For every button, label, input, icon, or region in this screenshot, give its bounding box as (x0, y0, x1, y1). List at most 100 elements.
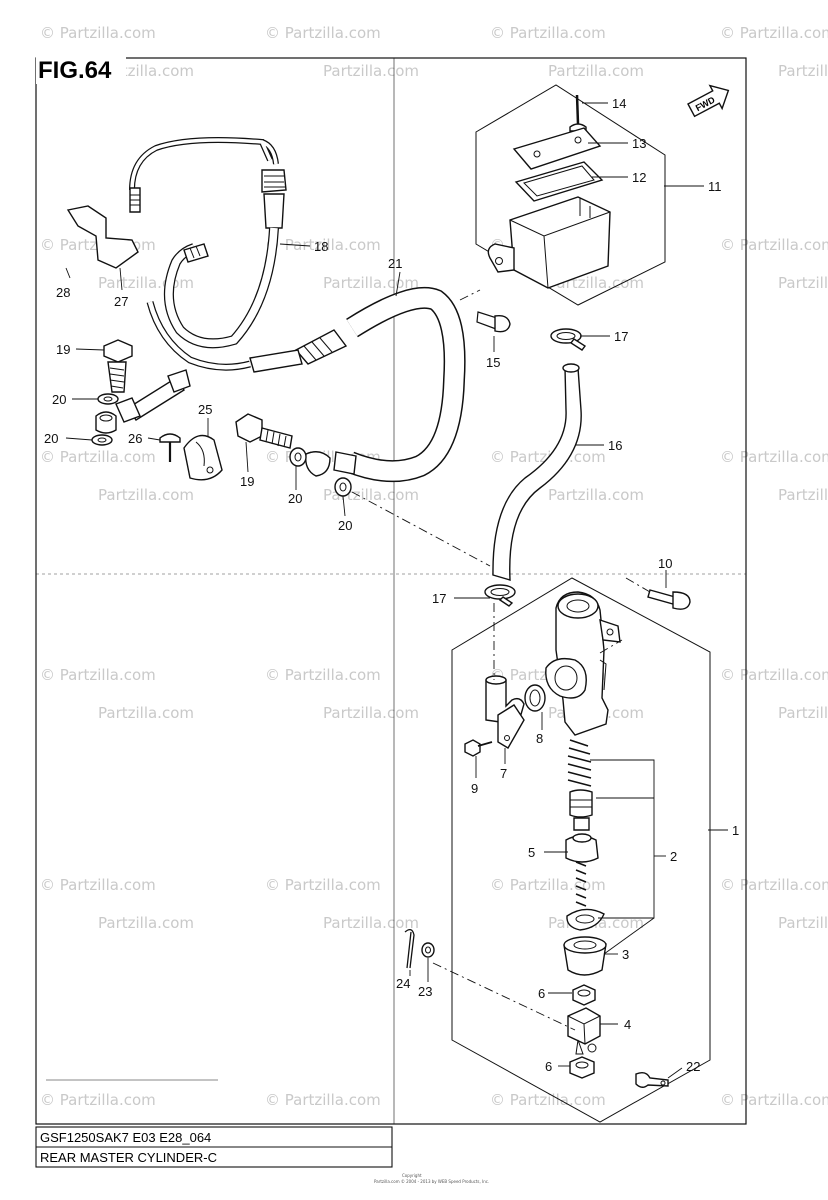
callout-18: 18 (314, 239, 328, 254)
reservoir-hose-16 (492, 363, 582, 581)
watermark-text: © Partzilla.com (40, 1091, 156, 1109)
boot-3 (563, 936, 607, 976)
watermark-text: Partzilla.com (548, 486, 644, 504)
reservoir-cap-13 (512, 127, 602, 170)
hose-21 (146, 286, 466, 483)
cotter-pin-24 (404, 928, 415, 969)
watermark-text: Partzilla.com (778, 704, 828, 722)
watermark-text: © Partzilla.com (720, 1091, 828, 1109)
watermark-text: © Partzilla.com (490, 1091, 606, 1109)
callout-21: 21 (388, 256, 402, 271)
hose-18 (129, 137, 287, 349)
callout-20-d: 20 (338, 518, 352, 533)
leader-lines (65, 102, 728, 1079)
spring-piston-kit-2 (565, 739, 605, 931)
callout-2: 2 (670, 849, 677, 864)
watermark-text: © Partzilla.com (265, 1091, 381, 1109)
callout-12: 12 (632, 170, 646, 185)
callout-10: 10 (658, 556, 672, 571)
watermark-text: © Partzilla.com (265, 666, 381, 684)
clamp-25 (183, 434, 223, 481)
banjo-fitting (95, 411, 117, 434)
watermark-text: © Partzilla.com (720, 236, 828, 254)
watermark-text: © Partzilla.com (720, 876, 828, 894)
callout-17-top: 17 (614, 329, 628, 344)
watermark-text: Partzilla.com (98, 914, 194, 932)
figure-label: FIG.64 (38, 57, 112, 84)
washer-20-c (289, 447, 307, 467)
watermark-text: © Partzilla.com (265, 236, 381, 254)
callout-13: 13 (632, 136, 646, 151)
master-cylinder-box (451, 577, 711, 1123)
watermark-text: Partzilla.com (323, 704, 419, 722)
callout-24: 24 (396, 976, 410, 991)
clamp-17-bottom (484, 584, 516, 607)
callout-6-lower: 6 (545, 1059, 552, 1074)
callout-26: 26 (128, 431, 142, 446)
watermark-text: Partzilla.com (323, 274, 419, 292)
callout-27: 27 (114, 294, 128, 309)
callout-5: 5 (528, 845, 535, 860)
callout-labels: 14 13 12 11 18 21 28 27 19 20 20 26 25 1… (44, 96, 739, 1074)
nut-6-lower (569, 1056, 595, 1079)
master-cylinder-body (545, 591, 621, 736)
callout-8: 8 (536, 731, 543, 746)
watermark-text: © Partzilla.com (265, 24, 381, 42)
watermark-text: © Partzilla.com (490, 24, 606, 42)
callout-7: 7 (500, 766, 507, 781)
callout-3: 3 (622, 947, 629, 962)
watermark-text: © Partzilla.com (40, 666, 156, 684)
callout-28: 28 (56, 285, 70, 300)
o-ring-8 (524, 684, 546, 712)
callout-9: 9 (471, 781, 478, 796)
callout-15: 15 (486, 355, 500, 370)
diaphragm-plate-12 (514, 161, 604, 202)
watermark-text: © Partzilla.com (720, 666, 828, 684)
callout-22: 22 (686, 1059, 700, 1074)
bolt-10 (647, 589, 691, 610)
callout-16: 16 (608, 438, 622, 453)
watermark-text: Partzilla.com (323, 914, 419, 932)
watermark-text: Partzilla.com (778, 274, 828, 292)
watermark-text: Partzilla.com (98, 486, 194, 504)
callout-11: 11 (708, 179, 722, 194)
callout-6-upper: 6 (538, 986, 545, 1001)
watermark-text: © Partzilla.com (490, 876, 606, 894)
clamp-17-top (550, 328, 587, 351)
pipe-fitting (115, 369, 191, 423)
callout-20-b: 20 (44, 431, 58, 446)
washer-20-d (334, 477, 352, 497)
callout-19-left: 19 (56, 342, 70, 357)
watermark-text: © Partzilla.com (720, 24, 828, 42)
model-code: GSF1250SAK7 E03 E28_064 (40, 1130, 211, 1145)
watermark-text: © Partzilla.com (40, 876, 156, 894)
title-block: GSF1250SAK7 E03 E28_064 REAR MASTER CYLI… (35, 1126, 489, 1184)
callout-20-a: 20 (52, 392, 66, 407)
section-title: REAR MASTER CYLINDER-C (40, 1150, 217, 1165)
callout-20-c: 20 (288, 491, 302, 506)
fwd-arrow-icon: FWD (687, 84, 730, 118)
connection-lines (351, 289, 651, 1031)
bolt-15 (476, 311, 511, 333)
copyright-notice: Partzilla.com © 2004 - 2013 by WEB Speed… (374, 1179, 489, 1184)
callout-1: 1 (732, 823, 739, 838)
reservoir-assembly (475, 84, 666, 306)
washer-23 (421, 942, 435, 958)
nut-6-upper (572, 984, 596, 1006)
banjo-bolt-19-mid (235, 413, 293, 449)
callout-4: 4 (624, 1017, 631, 1032)
watermark-text: Partzilla.com (778, 914, 828, 932)
watermark-text: © Partzilla.com (720, 448, 828, 466)
watermark-text: Partzilla.com (98, 274, 194, 292)
bracket-27 (66, 205, 139, 269)
callout-17-bottom: 17 (432, 591, 446, 606)
clevis-4 (567, 1007, 601, 1055)
screw-14 (569, 94, 587, 132)
watermark-text: © Partzilla.com (40, 24, 156, 42)
watermark-text: © Partzilla.com (265, 876, 381, 894)
title-mask (36, 52, 126, 84)
watermark-text: Partzilla.com (98, 704, 194, 722)
screw-9 (464, 739, 493, 757)
callout-14: 14 (612, 96, 626, 111)
